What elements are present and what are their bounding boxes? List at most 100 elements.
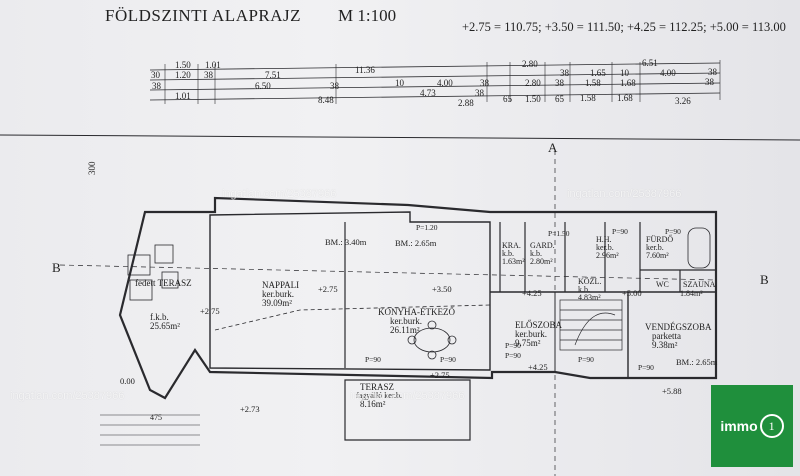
room-name: KÖZL. [578,277,601,286]
ceiling-height: BM.: 2.65m [676,357,718,367]
room-area: 1.84m² [680,289,703,298]
dim-text: 3.26 [675,96,691,106]
sill-height: P=90 [440,355,456,364]
dim-text: 1.65 [590,68,606,78]
room-name: WC [656,280,669,289]
logo-text: immo [720,418,758,434]
dim-line-4 [149,92,721,101]
side-dimension: 300 [87,161,97,175]
living-walls [209,211,491,371]
sill-height: P=90 [665,227,681,236]
dim-line-1 [149,62,721,71]
dim-text: 2.80 [522,59,538,69]
room-area: 39.09m² [262,298,292,308]
dim-text: 4.00 [660,68,676,78]
entry-steps [100,414,200,446]
dim-text: 6.51 [642,58,658,68]
dim-text: 1.58 [585,78,601,88]
room-area: 4.83m² [578,293,601,302]
level-mark: +2.75 [318,284,338,294]
section-marker: B [760,272,769,287]
room-floor: k.b. [530,249,542,258]
level-mark: +4.25 [528,362,548,372]
dim-text: 38 [560,68,570,78]
room-name: H.H. [596,235,612,244]
level-mark: +5.00 [622,288,642,298]
dim-text: 30 [151,70,161,80]
section-marker: B [52,260,61,275]
dim-text: 2.80 [525,78,541,88]
room-floor: ker.burk. [390,316,422,326]
room-name: fedett TERASZ [135,278,192,288]
level-mark: +3.50 [432,284,452,294]
dim-text: 38 [555,78,565,88]
dim-line-3 [149,82,721,91]
room-area: 8.16m² [360,399,386,409]
room-name: NAPPALI [262,280,299,290]
dim-text: 1.50 [175,60,191,70]
logo-mark: 1 [759,414,784,438]
watermark: ingatlan.com/25387966 [10,390,125,402]
sill-height: P=90 [365,355,381,364]
room-area: 25.65m² [150,321,180,331]
sill-height: P=90 [578,355,594,364]
watermark: ingatlan.com/25387966 [222,188,337,200]
dim-text: 10 [395,78,405,88]
room-floor: ker.b. [646,243,664,252]
level-legend: +2.75 = 110.75; +3.50 = 111.50; +4.25 = … [462,20,786,34]
drawing-scale: M 1:100 [338,6,397,25]
sill-height: P=1.20 [416,223,438,232]
sill-height: P=1.50 [548,229,570,238]
staircase [559,299,623,351]
room-floor: k.b. [502,249,514,258]
room-name: FÜRDŐ [646,234,673,244]
room-floor: f.k.b. [150,312,169,322]
dim-text: 1.20 [175,70,191,80]
dim-text: 8.48 [318,95,334,105]
room-floor: ker.burk. [515,329,547,339]
room-floor: ker.b. [596,243,614,252]
level-mark: +2.75 [200,306,220,316]
sill-height: P=90 [505,351,521,360]
drawing-title: FÖLDSZINTI ALAPRAJZ [105,6,302,25]
watermark: ingatlan.com/25387966 [350,390,465,402]
dim-text: 65 [503,94,513,104]
dim-text: 38 [152,81,162,91]
terrace-furniture [127,244,179,301]
dim-text: 1.68 [617,93,633,103]
dim-line-2 [149,72,721,81]
bathtub [687,227,711,269]
dim-text: 1.01 [205,60,221,70]
level-mark: 475 [150,413,162,422]
dining-table [407,320,457,360]
dim-text: 10 [620,68,630,78]
ceiling-height: BM.: 2.65m [395,238,437,248]
dim-text: 1.50 [525,94,541,104]
room-name: SZAUNA [683,280,716,289]
room-floor: ker.burk. [262,289,294,299]
room-area: 2.96m² [596,251,619,260]
level-mark: +5.88 [662,386,682,396]
room-area: 9.38m² [652,340,678,350]
section-marker: A [548,140,558,155]
dim-text: 11.36 [355,65,375,75]
dim-text: 1.01 [175,91,191,101]
dim-text: 1.68 [620,78,636,88]
room-name: GARD. [530,241,555,250]
room-floor: parketta [652,331,681,341]
level-mark: 0.00 [120,376,135,386]
level-mark: +2.75 [430,370,450,380]
room-area: 1.63m² [502,257,525,266]
dim-text: 38 [475,88,485,98]
room-name: TERASZ [360,382,394,392]
room-floor: k.b. [578,285,590,294]
room-name: VENDÉGSZOBA [645,322,712,332]
dim-text: 1.58 [580,93,596,103]
dim-text: 6.50 [255,81,271,91]
dim-text: 38 [204,70,214,80]
room-area: 7.60m² [646,251,669,260]
immo-logo[interactable]: immo 1 [711,385,793,467]
ceiling-height: BM.: 3.40m [325,237,367,247]
